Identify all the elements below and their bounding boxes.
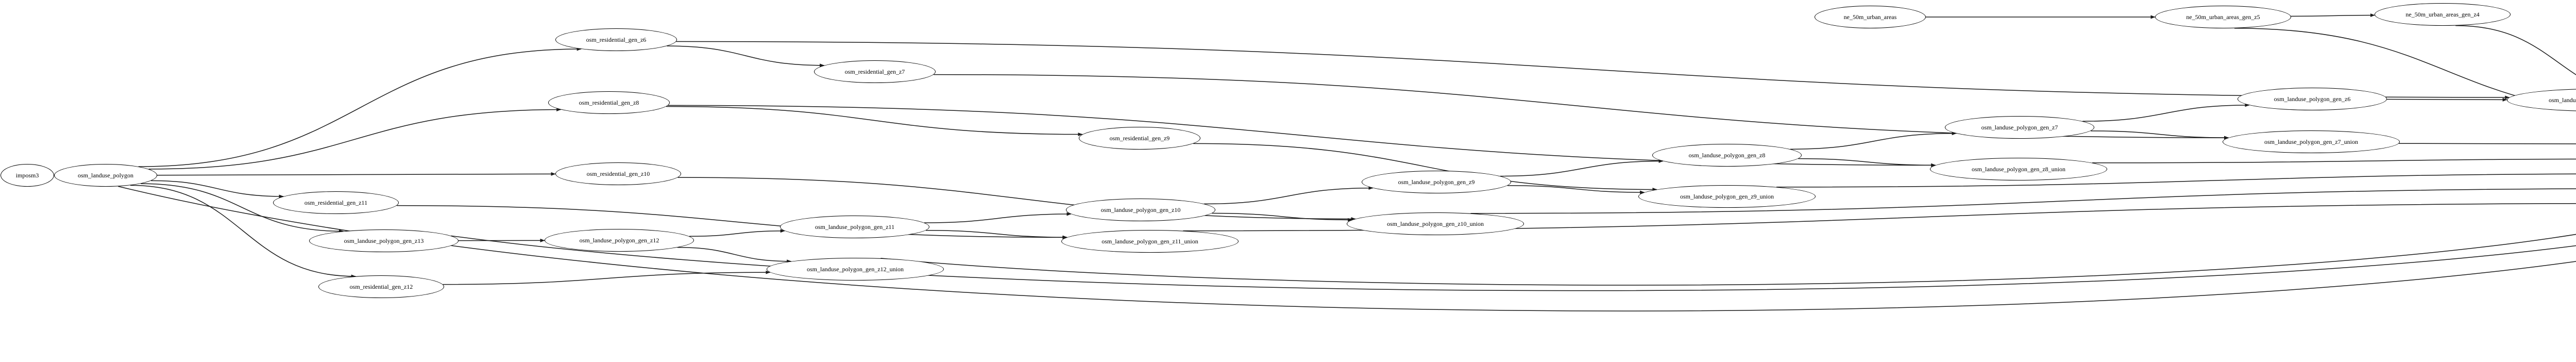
- graph-node-label: ne_50m_urban_areas_gen_z4: [2405, 11, 2480, 18]
- graph-node-osm-landuse-polygon-gen-z9[interactable]: osm_landuse_polygon_gen_z9: [1362, 171, 1511, 193]
- graph-node-osm-residential-gen-z9[interactable]: osm_residential_gen_z9: [1079, 127, 1200, 150]
- graph-node-label: osm_landuse_polygon_gen_z12_union: [807, 266, 904, 273]
- graph-node-osm-residential-gen-z10[interactable]: osm_residential_gen_z10: [555, 162, 681, 185]
- graph-edge: [1507, 185, 1645, 194]
- graph-edge: [118, 186, 2576, 311]
- graph-edge: [2090, 130, 2229, 140]
- graph-node-imposm3[interactable]: imposm3: [1, 164, 54, 187]
- graph-node-label: osm_landuse_polygon_gen_z6_union: [2549, 96, 2576, 104]
- graph-edge: [677, 177, 1356, 221]
- graph-node-osm-landuse-polygon[interactable]: osm_landuse_polygon: [54, 164, 157, 187]
- graph-edge: [2092, 158, 2576, 163]
- graph-edge: [2082, 103, 2250, 122]
- graph-node-label: osm_landuse_polygon_gen_z8_union: [1972, 166, 2065, 173]
- graph-node-label: osm_residential_gen_z12: [349, 283, 413, 290]
- graph-node-label: osm_landuse_polygon_gen_z9_union: [1680, 193, 1774, 200]
- graph-node-label: osm_residential_gen_z11: [304, 199, 368, 206]
- graph-node-label: osm_landuse_polygon_gen_z6: [2274, 95, 2351, 103]
- graph-edge: [2399, 143, 2576, 144]
- graph-edge: [1798, 158, 1936, 167]
- graph-node-osm-landuse-polygon-gen-z8[interactable]: osm_landuse_polygon_gen_z8: [1652, 144, 1802, 167]
- graph-node-label: osm_residential_gen_z7: [844, 68, 905, 75]
- graph-node-ne-50m-urban-areas-gen-z4[interactable]: ne_50m_urban_areas_gen_z4: [2375, 3, 2511, 26]
- graph-node-osm-landuse-polygon-gen-z12-union[interactable]: osm_landuse_polygon_gen_z12_union: [767, 258, 944, 281]
- graph-edge: [1500, 159, 1664, 177]
- graph-node-osm-landuse-polygon-gen-z9-union[interactable]: osm_landuse_polygon_gen_z9_union: [1638, 185, 1816, 208]
- graph-node-label: osm_residential_gen_z10: [586, 170, 650, 177]
- graph-edge: [451, 235, 2576, 291]
- graph-node-label: osm_landuse_polygon: [78, 172, 133, 179]
- graph-edge: [1776, 173, 2576, 188]
- graph-edge: [926, 229, 1067, 239]
- graph-edge: [1212, 212, 1353, 222]
- graph-node-label: osm_landuse_polygon_gen_z12: [579, 237, 659, 244]
- graph-edge: [666, 106, 1083, 137]
- graph-node-osm-landuse-polygon-gen-z11[interactable]: osm_landuse_polygon_gen_z11: [780, 216, 929, 238]
- graph-edge: [2455, 25, 2576, 75]
- graph-node-osm-residential-gen-z6[interactable]: osm_residential_gen_z6: [555, 28, 677, 51]
- graph-edge: [1470, 188, 2576, 214]
- graph-node-osm-residential-gen-z11[interactable]: osm_residential_gen_z11: [273, 191, 399, 214]
- graph-edge: [396, 205, 1067, 239]
- graph-node-label: osm_landuse_polygon_gen_z10: [1100, 206, 1181, 213]
- graph-edge: [1204, 186, 1374, 205]
- graph-node-label: osm_landuse_polygon_gen_z10_union: [1387, 220, 1484, 227]
- graph-edge: [676, 41, 2510, 100]
- graph-node-label: osm_residential_gen_z9: [1109, 135, 1170, 142]
- graph-node-label: osm_residential_gen_z6: [586, 36, 647, 43]
- graph-node-osm-residential-gen-z8[interactable]: osm_residential_gen_z8: [548, 91, 670, 114]
- graph-edge: [138, 47, 582, 167]
- graph-node-osm-landuse-polygon-gen-z10-union[interactable]: osm_landuse_polygon_gen_z10_union: [1347, 212, 1524, 235]
- graph-edge: [148, 107, 562, 170]
- graph-node-osm-landuse-polygon-gen-z6[interactable]: osm_landuse_polygon_gen_z6: [2238, 88, 2387, 110]
- graph-node-label: osm_landuse_polygon_gen_z7_union: [2264, 138, 2358, 145]
- graph-node-osm-landuse-polygon-gen-z7-union[interactable]: osm_landuse_polygon_gen_z7_union: [2223, 130, 2400, 153]
- graph-node-osm-landuse-polygon-gen-z10[interactable]: osm_landuse_polygon_gen_z10: [1066, 199, 1215, 221]
- graph-edge: [677, 247, 792, 264]
- graph-node-osm-landuse-polygon-gen-z12[interactable]: osm_landuse_polygon_gen_z12: [545, 229, 694, 252]
- graph-node-label: imposm3: [15, 172, 39, 179]
- graph-node-label: osm_residential_gen_z8: [579, 99, 639, 106]
- graph-node-label: osm_landuse_polygon_gen_z8: [1688, 152, 1766, 159]
- graph-node-label: osm_landuse_polygon_gen_z11_union: [1101, 238, 1198, 245]
- graph-node-label: ne_50m_urban_areas_gen_z5: [2186, 13, 2260, 21]
- graph-node-osm-residential-gen-z12[interactable]: osm_residential_gen_z12: [318, 275, 444, 298]
- graph-node-ne-50m-urban-areas[interactable]: ne_50m_urban_areas: [1815, 6, 1926, 28]
- graph-node-label: osm_landuse_polygon_gen_z11: [815, 223, 895, 231]
- graph-edge: [924, 212, 1072, 223]
- graph-node-ne-50m-urban-areas-gen-z5[interactable]: ne_50m_urban_areas_gen_z5: [2155, 6, 2291, 28]
- graph-edge: [667, 45, 825, 68]
- graph-node-label: osm_landuse_polygon_gen_z9: [1398, 178, 1475, 186]
- graph-edge: [2291, 13, 2375, 18]
- graph-node-label: ne_50m_urban_areas: [1843, 13, 1897, 21]
- graph-edge: [1790, 131, 1957, 150]
- graph-node-label: osm_landuse_polygon_gen_z7: [1981, 124, 2058, 131]
- graph-node-osm-landuse-polygon-gen-z8-union[interactable]: osm_landuse_polygon_gen_z8_union: [1930, 158, 2107, 180]
- graph-edge: [689, 229, 785, 237]
- graph-node-osm-landuse-polygon-gen-z11-union[interactable]: osm_landuse_polygon_gen_z11_union: [1061, 230, 1239, 253]
- graph-edge: [151, 180, 284, 199]
- graph-edge: [443, 270, 771, 285]
- graph-node-osm-residential-gen-z7[interactable]: osm_residential_gen_z7: [814, 60, 936, 83]
- graph-node-osm-landuse-polygon-gen-z7[interactable]: osm_landuse_polygon_gen_z7: [1945, 116, 2094, 139]
- graph-node-label: osm_landuse_polygon_gen_z13: [344, 237, 424, 244]
- graph-node-osm-landuse-polygon-gen-z6-union[interactable]: osm_landuse_polygon_gen_z6_union: [2507, 89, 2576, 111]
- graph-node-osm-landuse-polygon-gen-z13[interactable]: osm_landuse_polygon_gen_z13: [309, 229, 459, 252]
- graph-edge: [157, 172, 556, 176]
- edge-group: [54, 13, 2576, 311]
